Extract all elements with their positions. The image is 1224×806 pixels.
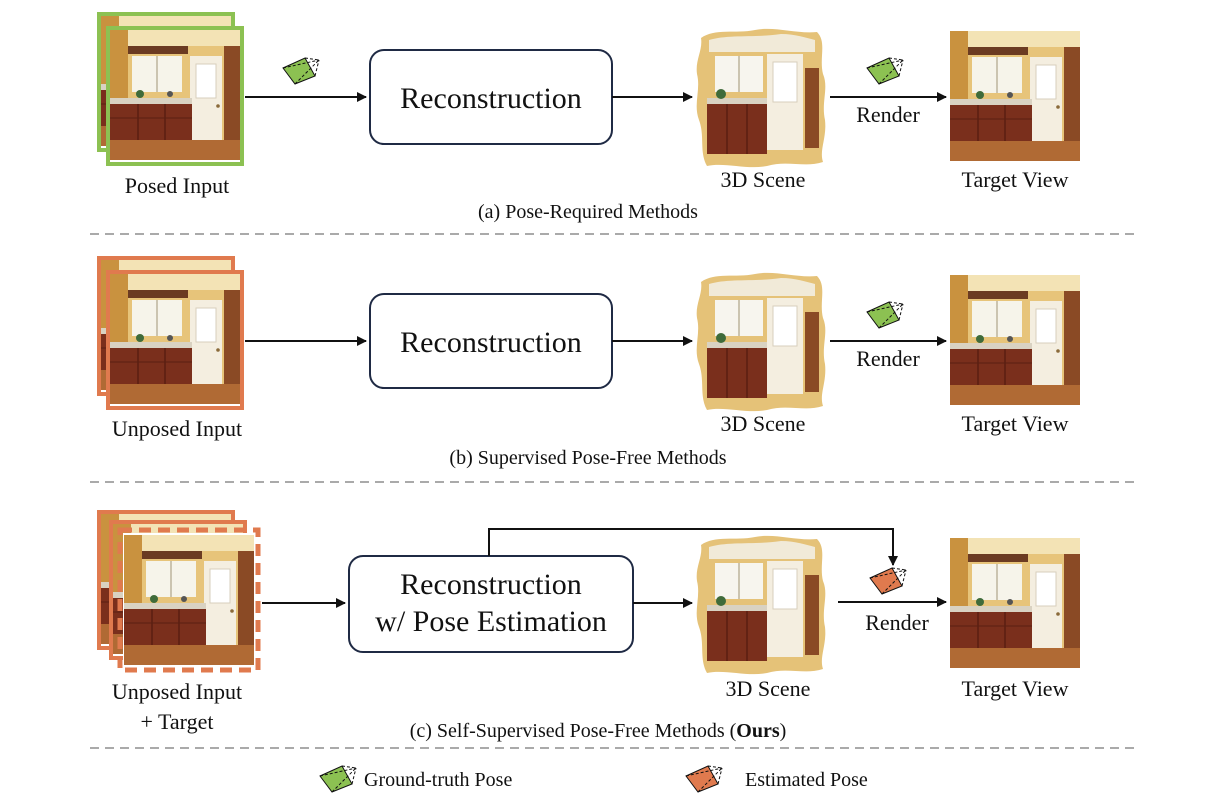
panel-a: Posed Input Reconstruction 3D Scene Rend… xyxy=(97,12,1081,223)
target-view-image xyxy=(949,537,1081,669)
target-label: Target View xyxy=(962,167,1069,192)
target-label: Target View xyxy=(962,676,1069,701)
3d-scene-image xyxy=(695,27,827,169)
legend: Ground-truth Pose Estimated Pose xyxy=(319,765,868,793)
scene-label: 3D Scene xyxy=(721,411,806,436)
render-label: Render xyxy=(856,102,920,127)
posed-input-stack xyxy=(97,12,244,166)
panel-b: Unposed Input Reconstruction 3D Scene Re… xyxy=(97,256,1081,469)
est-pose-icon xyxy=(685,765,723,793)
reconstruction-label: Reconstruction xyxy=(400,82,582,115)
panel-caption: (c) Self-Supervised Pose-Free Methods (O… xyxy=(410,720,787,742)
gt-pose-icon xyxy=(319,765,357,793)
panel-c: Unposed Input + Target Reconstruction w/… xyxy=(97,510,1081,742)
input-label: Unposed Input xyxy=(112,416,242,441)
input-label: Unposed Input xyxy=(112,679,242,704)
panel-caption: (b) Supervised Pose-Free Methods xyxy=(449,447,726,469)
gt-pose-icon xyxy=(866,57,904,85)
scene-label: 3D Scene xyxy=(721,167,806,192)
3d-scene-image xyxy=(695,534,827,676)
input-label-2: + Target xyxy=(141,709,214,734)
reconstruction-label: Reconstruction xyxy=(400,568,582,601)
panel-caption: (a) Pose-Required Methods xyxy=(478,201,698,223)
render-label: Render xyxy=(865,610,929,635)
gt-pose-icon xyxy=(866,301,904,329)
unposed-input-stack xyxy=(97,256,244,410)
3d-scene-image xyxy=(695,271,827,413)
render-label: Render xyxy=(856,346,920,371)
target-view-image xyxy=(949,30,1081,162)
target-view-image xyxy=(949,274,1081,406)
pose-feedback-arrow xyxy=(488,528,898,566)
est-pose-icon xyxy=(869,567,907,595)
scene-label: 3D Scene xyxy=(726,676,811,701)
target-label: Target View xyxy=(962,411,1069,436)
legend-gt-label: Ground-truth Pose xyxy=(364,769,512,791)
unposed-target-input-stack xyxy=(97,510,261,673)
legend-est-label: Estimated Pose xyxy=(745,769,868,791)
input-label: Posed Input xyxy=(125,173,230,198)
reconstruction-label: Reconstruction xyxy=(400,326,582,359)
pose-estimation-label: w/ Pose Estimation xyxy=(375,605,607,638)
gt-pose-icon xyxy=(282,57,320,85)
